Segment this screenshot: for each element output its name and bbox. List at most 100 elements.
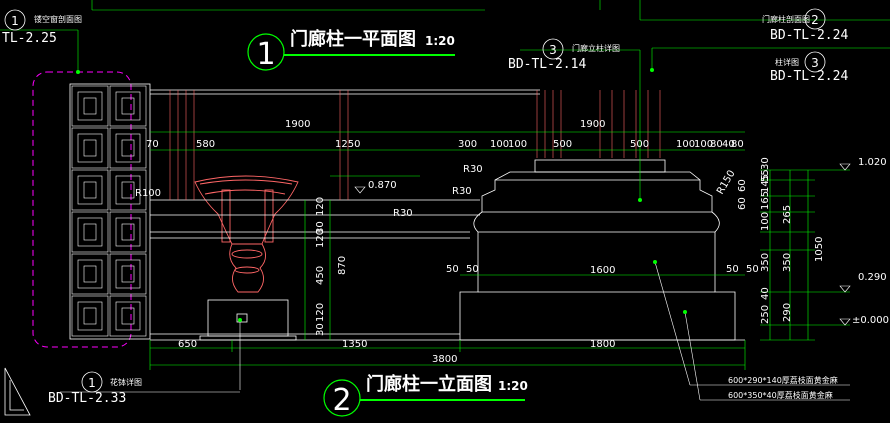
- svg-text:BD-TL-2.24: BD-TL-2.24: [770, 69, 848, 84]
- reference-dots: [76, 68, 687, 322]
- ref-callout-4: 3 柱详图 BD-TL-2.24: [770, 51, 848, 84]
- lattice-cell: [71, 211, 109, 253]
- low-wall: [150, 89, 745, 341]
- svg-text:±0.000: ±0.000: [852, 315, 889, 326]
- lattice-cell: [121, 223, 135, 241]
- svg-text:350: 350: [782, 253, 793, 272]
- lattice-cell: [109, 253, 147, 295]
- lattice-cell: [71, 85, 109, 127]
- elev-title: 门廊柱一立面图: [366, 373, 492, 395]
- svg-text:1.020: 1.020: [858, 157, 887, 168]
- plan-scale: 1:20: [425, 34, 455, 48]
- svg-text:0.870: 0.870: [368, 180, 397, 191]
- svg-text:1900: 1900: [580, 119, 605, 130]
- svg-text:镂空窗剖面图: 镂空窗剖面图: [34, 14, 82, 24]
- svg-text:1350: 1350: [342, 339, 367, 350]
- lattice-cell: [109, 127, 147, 169]
- lattice-cell: [83, 181, 97, 199]
- svg-text:60: 60: [737, 197, 748, 210]
- lattice-cell: [71, 253, 109, 295]
- svg-text:120: 120: [315, 229, 326, 248]
- lattice-cell: [71, 295, 109, 337]
- svg-text:100: 100: [508, 139, 527, 150]
- svg-text:100: 100: [490, 139, 509, 150]
- svg-text:门廊立柱详图: 门廊立柱详图: [572, 43, 620, 53]
- svg-text:1: 1: [88, 376, 96, 390]
- svg-text:1250: 1250: [335, 139, 360, 150]
- lattice-cell: [121, 139, 135, 157]
- lattice-cell: [83, 97, 97, 115]
- svg-text:40: 40: [722, 139, 735, 150]
- svg-text:650: 650: [178, 339, 197, 350]
- plan-title: 门廊柱一平面图: [290, 28, 416, 50]
- column-pedestal: [459, 159, 736, 341]
- svg-text:100: 100: [676, 139, 695, 150]
- svg-text:120: 120: [315, 197, 326, 216]
- lattice-cell: [115, 217, 141, 247]
- lattice-cell: [77, 217, 103, 247]
- svg-text:55: 55: [760, 169, 771, 182]
- svg-text:3: 3: [549, 43, 557, 57]
- svg-text:门廊柱剖面图: 门廊柱剖面图: [762, 14, 810, 24]
- svg-text:80: 80: [731, 139, 744, 150]
- svg-text:580: 580: [196, 139, 215, 150]
- svg-text:50: 50: [746, 264, 759, 275]
- lattice-cell: [121, 307, 135, 325]
- svg-text:TL-2.25: TL-2.25: [2, 31, 57, 46]
- svg-text:30: 30: [315, 221, 326, 234]
- lattice-cell: [109, 85, 147, 127]
- svg-text:250: 250: [760, 305, 771, 324]
- lattice-cell: [83, 139, 97, 157]
- wall-hatch: [169, 90, 349, 200]
- lattice-cell: [83, 265, 97, 283]
- svg-text:290: 290: [782, 303, 793, 322]
- svg-text:100: 100: [694, 139, 713, 150]
- svg-text:BD-TL-2.14: BD-TL-2.14: [508, 57, 586, 72]
- svg-text:BD-TL-2.24: BD-TL-2.24: [770, 28, 848, 43]
- svg-text:1: 1: [11, 14, 19, 28]
- svg-text:R100: R100: [135, 188, 161, 199]
- svg-text:265: 265: [782, 205, 793, 224]
- svg-text:40: 40: [760, 287, 771, 300]
- column-shaft: [536, 90, 661, 158]
- elev-title-number: 2: [332, 383, 351, 418]
- lattice-cell: [115, 91, 141, 121]
- svg-text:100: 100: [760, 212, 771, 231]
- note-2: 600*350*40厚荔枝面黄金麻: [728, 390, 833, 400]
- svg-text:60: 60: [737, 179, 748, 192]
- lattice-cell: [121, 181, 135, 199]
- svg-text:50: 50: [446, 264, 459, 275]
- vertical-dimension-texts: 120 30 120 450 870 120 30 30 55 145 165 …: [315, 157, 825, 336]
- dimension-lines: [0, 0, 890, 370]
- svg-text:30: 30: [315, 323, 326, 336]
- dimension-texts: 1900 1900 70 580 1250 300 100 100 500 50…: [146, 119, 759, 365]
- lattice-cell: [115, 301, 141, 331]
- svg-text:0.290: 0.290: [858, 272, 887, 283]
- svg-text:1900: 1900: [285, 119, 310, 130]
- ref-callout-2: 2 门廊柱剖面图 BD-TL-2.24: [762, 8, 848, 43]
- lattice-cell: [121, 97, 135, 115]
- svg-text:R30: R30: [452, 186, 472, 197]
- ref-callout-5: 1 花钵详图 BD-TL-2.33: [48, 371, 142, 406]
- svg-text:120: 120: [315, 303, 326, 322]
- svg-text:500: 500: [630, 139, 649, 150]
- lattice-cell: [71, 127, 109, 169]
- svg-text:BD-TL-2.33: BD-TL-2.33: [48, 391, 126, 406]
- lattice-cell: [77, 133, 103, 163]
- lattice-cell: [109, 295, 147, 337]
- lattice-cell: [77, 259, 103, 289]
- lattice-cell: [71, 169, 109, 211]
- lattice-cell: [77, 91, 103, 121]
- lattice-cell: [77, 301, 103, 331]
- svg-text:R30: R30: [393, 208, 413, 219]
- svg-text:3: 3: [811, 56, 819, 70]
- lattice-screen: [32, 71, 151, 348]
- lattice-cell: [115, 175, 141, 205]
- plan-title-group: 1 门廊柱一平面图 1:20: [247, 28, 455, 72]
- note-1: 600*290*140厚荔枝面黄金麻: [728, 375, 838, 385]
- svg-text:350: 350: [760, 253, 771, 272]
- lattice-cell: [77, 175, 103, 205]
- svg-text:R30: R30: [463, 164, 483, 175]
- svg-text:R150: R150: [715, 168, 738, 196]
